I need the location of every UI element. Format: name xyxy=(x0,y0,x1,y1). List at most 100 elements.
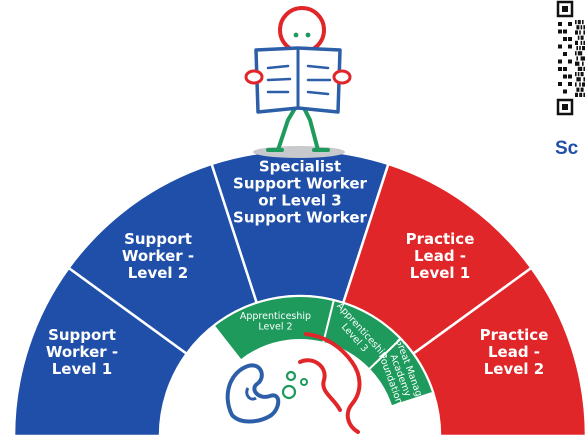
arc-segment-label-line: Worker - xyxy=(46,343,118,361)
qr-module xyxy=(558,82,562,86)
qr-module xyxy=(583,56,585,61)
qr-module xyxy=(576,46,578,51)
qr-module xyxy=(563,37,567,41)
qr-module xyxy=(579,66,581,71)
qr-module xyxy=(580,72,583,77)
qr-module xyxy=(576,30,578,35)
qr-module xyxy=(576,40,578,45)
arc-segment-label-line: Support Worker xyxy=(233,209,368,227)
qr-module xyxy=(579,30,581,35)
arc-segment-label-line: or Level 3 xyxy=(258,192,341,210)
qr-module xyxy=(582,35,584,40)
arc-segment-label-line: Support xyxy=(124,230,192,248)
qr-module xyxy=(575,72,577,77)
arc-segment-label-line: Practice xyxy=(406,230,475,248)
qr-module xyxy=(575,61,577,66)
qr-module xyxy=(582,56,584,61)
arc-segments xyxy=(12,148,585,436)
person-reading-icon xyxy=(244,6,352,152)
qr-module xyxy=(580,25,583,30)
qr-module xyxy=(577,35,580,40)
qr-module xyxy=(577,72,580,77)
globe-icon xyxy=(207,332,395,436)
qr-module xyxy=(577,61,580,66)
arc-segment-label-line: Specialist xyxy=(259,158,341,176)
apprenticeship-band xyxy=(212,295,435,408)
arc-segment-label-line: Support xyxy=(48,326,116,344)
qr-module xyxy=(575,92,577,97)
arc-segment-label-line: Lead - xyxy=(414,247,466,265)
qr-module xyxy=(558,29,562,34)
qr-module xyxy=(558,59,562,64)
qr-module xyxy=(568,82,572,86)
qr-module xyxy=(580,35,583,40)
qr-module xyxy=(582,72,584,77)
qr-module xyxy=(576,87,578,92)
qr-module xyxy=(580,40,583,45)
qr-module xyxy=(558,67,562,71)
qr-module xyxy=(579,92,581,97)
qr-module xyxy=(579,20,581,25)
arc-segment-label-line: Level 1 xyxy=(52,360,112,378)
qr-module xyxy=(582,87,584,92)
qr-module xyxy=(563,67,567,71)
qr-module xyxy=(579,77,581,82)
qr-module xyxy=(563,29,567,34)
arc-segment-label-line: Level 2 xyxy=(484,360,544,378)
qr-module xyxy=(580,87,583,92)
qr-module xyxy=(563,52,567,56)
qr-module xyxy=(580,66,583,71)
qr-code-icon xyxy=(555,0,585,128)
arc-segment-label-line: Support Worker xyxy=(233,175,368,193)
qr-module xyxy=(575,40,577,45)
qr-module xyxy=(580,51,583,56)
qr-module xyxy=(558,22,562,26)
qr-scan-caption: Sc xyxy=(555,138,579,159)
arc-segment-label-line: Level 2 xyxy=(128,264,188,282)
qr-module xyxy=(583,30,585,35)
qr-module xyxy=(563,89,567,94)
qr-module xyxy=(577,87,580,92)
qr-module xyxy=(579,46,581,51)
qr-module xyxy=(558,44,562,49)
qr-module xyxy=(577,66,580,71)
qr-module xyxy=(577,25,580,30)
qr-module xyxy=(583,92,585,97)
qr-module xyxy=(583,77,585,82)
qr-module xyxy=(575,20,577,25)
qr-module xyxy=(577,51,580,56)
arc-segment-label-line: Level 1 xyxy=(410,264,470,282)
qr-module xyxy=(579,51,581,56)
qr-module xyxy=(576,25,578,30)
qr-module xyxy=(568,37,572,41)
qr-module xyxy=(582,82,584,87)
band-section-label-line: Level 2 xyxy=(258,321,292,332)
qr-module xyxy=(568,74,572,79)
qr-module xyxy=(582,61,584,66)
qr-module xyxy=(577,77,580,82)
qr-module xyxy=(582,46,584,51)
qr-module xyxy=(576,77,578,82)
qr-module xyxy=(582,20,584,25)
qr-module xyxy=(576,92,578,97)
arc-segment-label-line: Practice xyxy=(480,326,549,344)
qr-module xyxy=(575,30,577,35)
qr-module xyxy=(580,56,583,61)
qr-module xyxy=(575,82,577,87)
qr-module xyxy=(583,25,585,30)
qr-module xyxy=(577,20,580,25)
qr-module xyxy=(575,51,577,56)
qr-module xyxy=(583,40,585,45)
band-section xyxy=(367,337,435,408)
band-section-label-line: Apprenticeship xyxy=(240,311,311,322)
qr-module xyxy=(576,56,578,61)
qr-module xyxy=(576,61,578,66)
